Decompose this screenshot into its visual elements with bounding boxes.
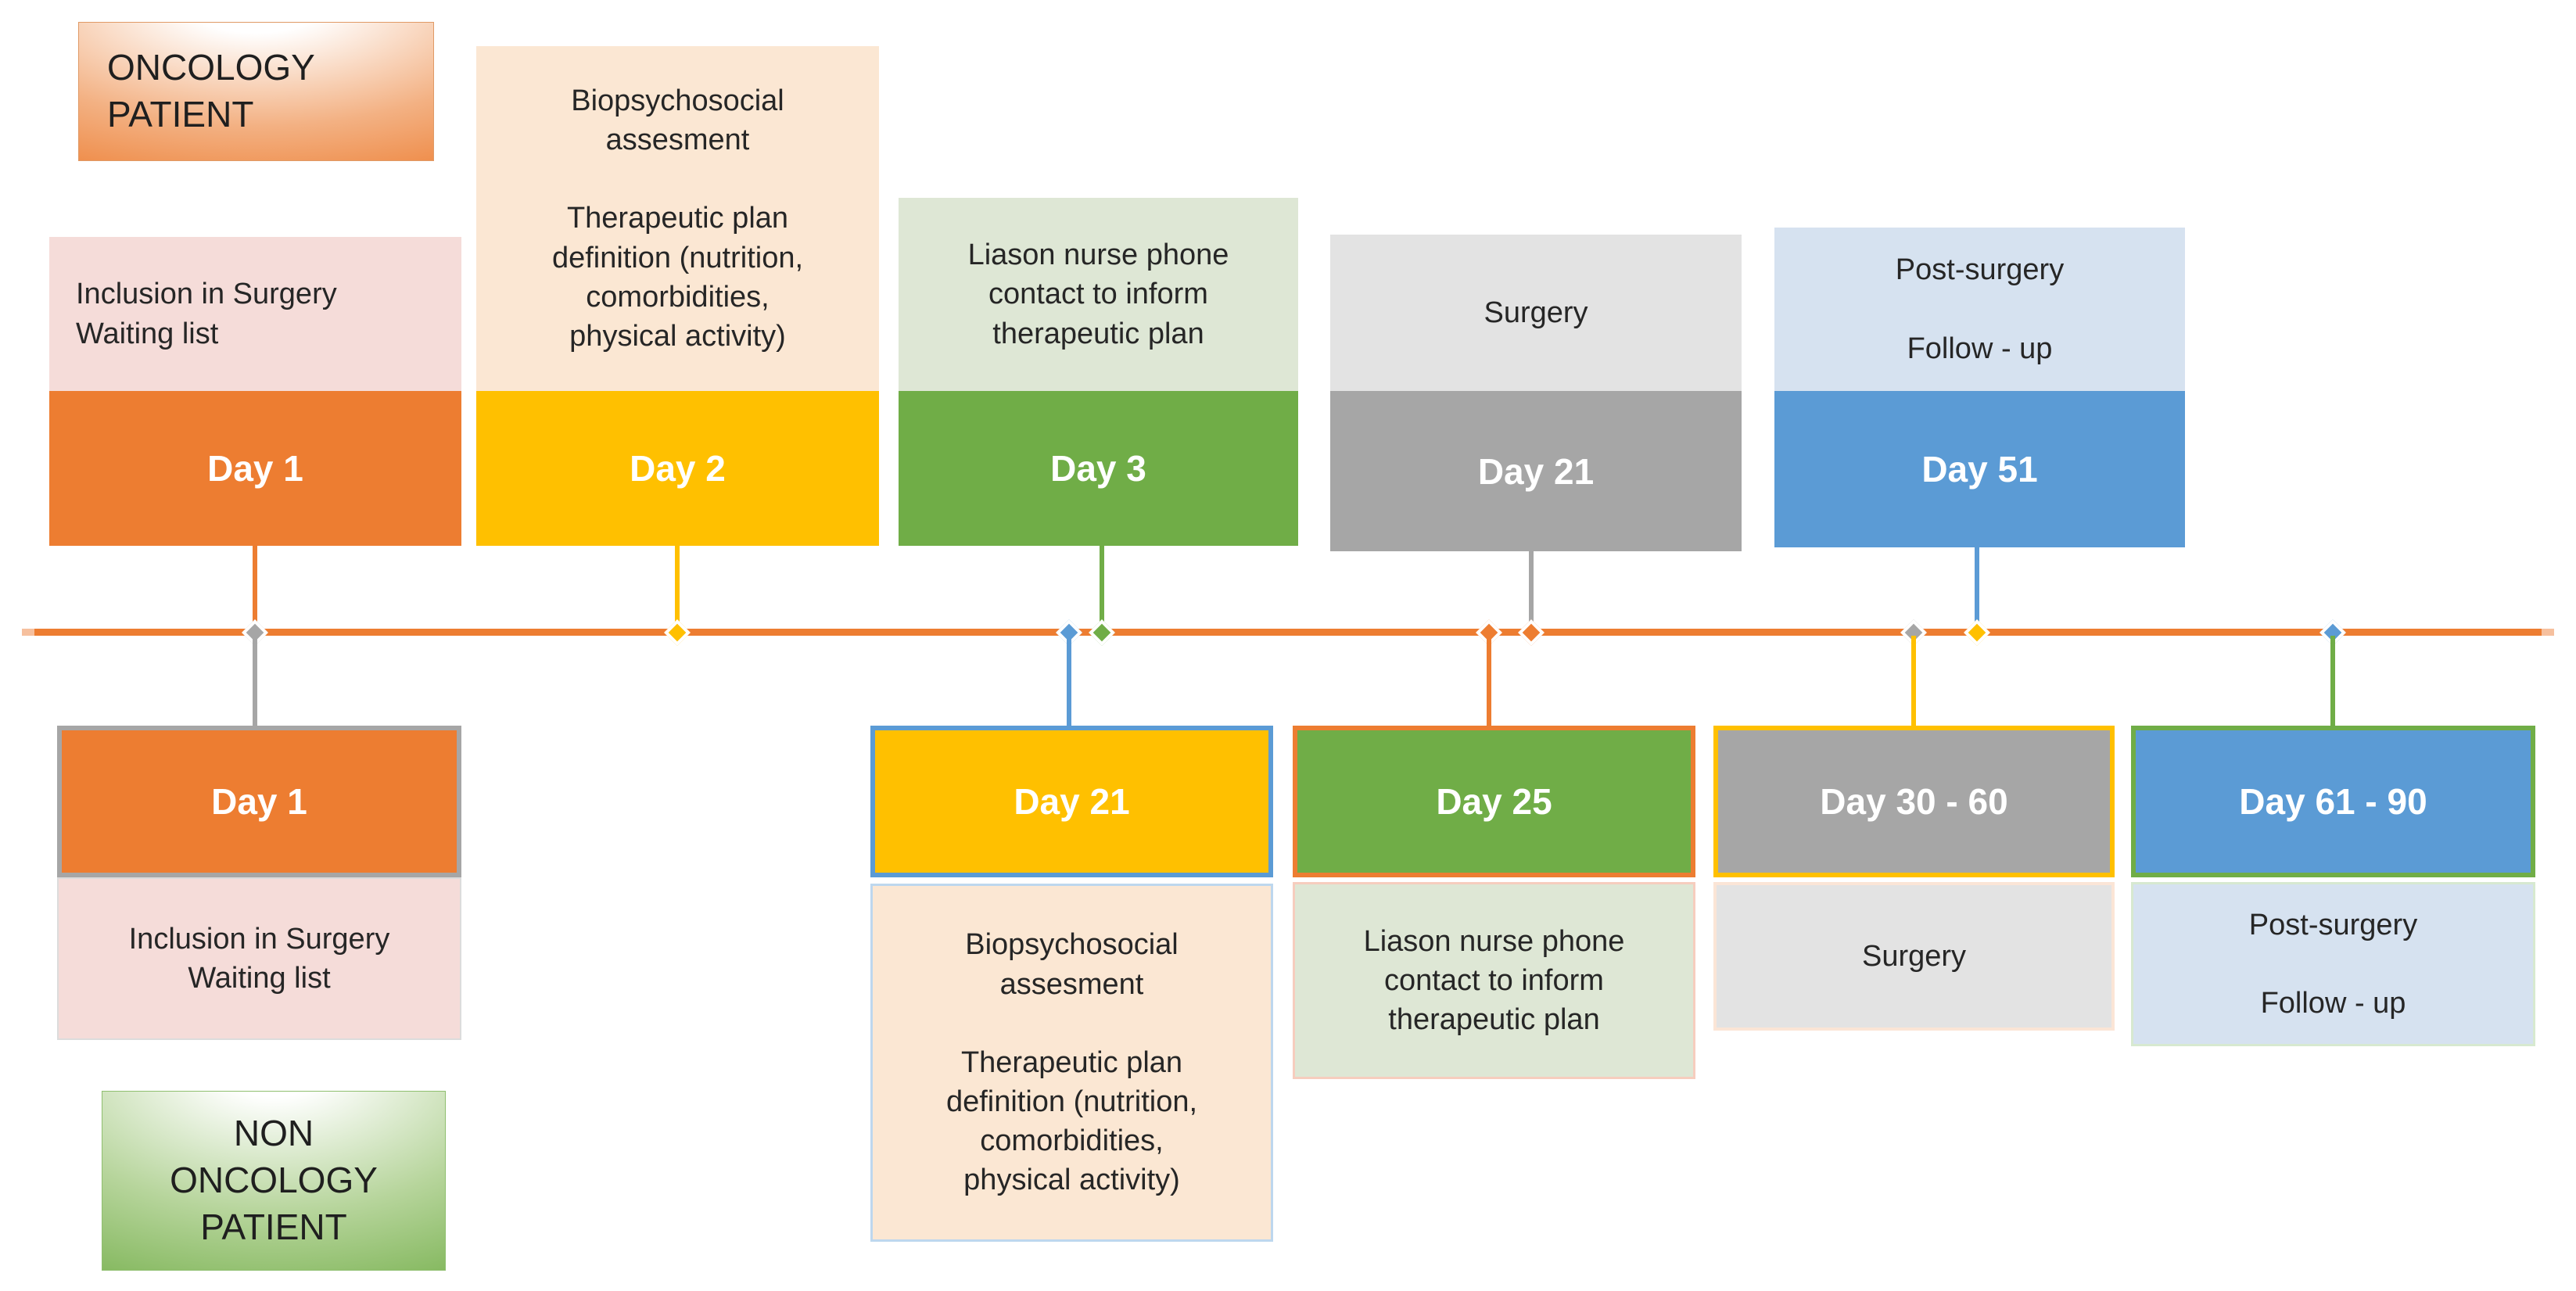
connector-oncology-day2 [675, 546, 680, 630]
timeline-marker-diamond-orange-day21 [1518, 619, 1545, 646]
nononcology-day30-60-band: Day 30 - 60 [1713, 726, 2115, 877]
connector-nononcology-day30-60 [1911, 636, 1916, 727]
timeline-axis [22, 629, 2554, 636]
nononcology-day21-band: Day 21 [870, 726, 1273, 877]
connector-nononcology-day25 [1487, 636, 1491, 727]
timeline-marker-diamond-green-day3 [1089, 619, 1115, 646]
connector-oncology-day1 [253, 546, 257, 630]
oncology-day3-band: Day 3 [899, 391, 1298, 546]
connector-oncology-day21 [1529, 550, 1534, 630]
oncology-day51-description: Post-surgery Follow - up [1774, 228, 2185, 391]
oncology-day2-description: Biopsychosocial assesment Therapeutic pl… [476, 46, 879, 391]
non-oncology-patient-legend: NON ONCOLOGY PATIENT [102, 1091, 446, 1271]
oncology-day51-band: Day 51 [1774, 391, 2185, 547]
connector-nononcology-day1 [253, 636, 257, 727]
oncology-day1-description: Inclusion in Surgery Waiting list [49, 237, 461, 391]
nononcology-day25-description: Liason nurse phone contact to inform the… [1293, 882, 1695, 1079]
connector-oncology-day51 [1975, 546, 1979, 630]
connector-nononcology-day61-90 [2330, 636, 2335, 727]
oncology-day1-band: Day 1 [49, 391, 461, 546]
nononcology-day30-60-description: Surgery [1713, 882, 2115, 1031]
nononcology-day1-band: Day 1 [57, 726, 461, 877]
nononcology-day61-90-description: Post-surgery Follow - up [2131, 882, 2535, 1046]
nononcology-day25-band: Day 25 [1293, 726, 1695, 877]
nononcology-day61-90-band: Day 61 - 90 [2131, 726, 2535, 877]
nononcology-day21-description: Biopsychosocial assesment Therapeutic pl… [870, 884, 1273, 1242]
oncology-day3-description: Liason nurse phone contact to inform the… [899, 198, 1298, 391]
oncology-patient-legend: ONCOLOGY PATIENT [78, 22, 434, 161]
connector-nononcology-day21 [1067, 636, 1071, 727]
timeline-marker-diamond-yellow-day2 [664, 619, 691, 646]
oncology-day2-band: Day 2 [476, 391, 879, 546]
nononcology-day1-description: Inclusion in Surgery Waiting list [57, 877, 461, 1040]
oncology-day21-description: Surgery [1330, 235, 1742, 391]
timeline-marker-diamond-yellow-day51 [1964, 619, 1990, 646]
connector-oncology-day3 [1100, 546, 1104, 630]
oncology-day21-band: Day 21 [1330, 391, 1742, 551]
